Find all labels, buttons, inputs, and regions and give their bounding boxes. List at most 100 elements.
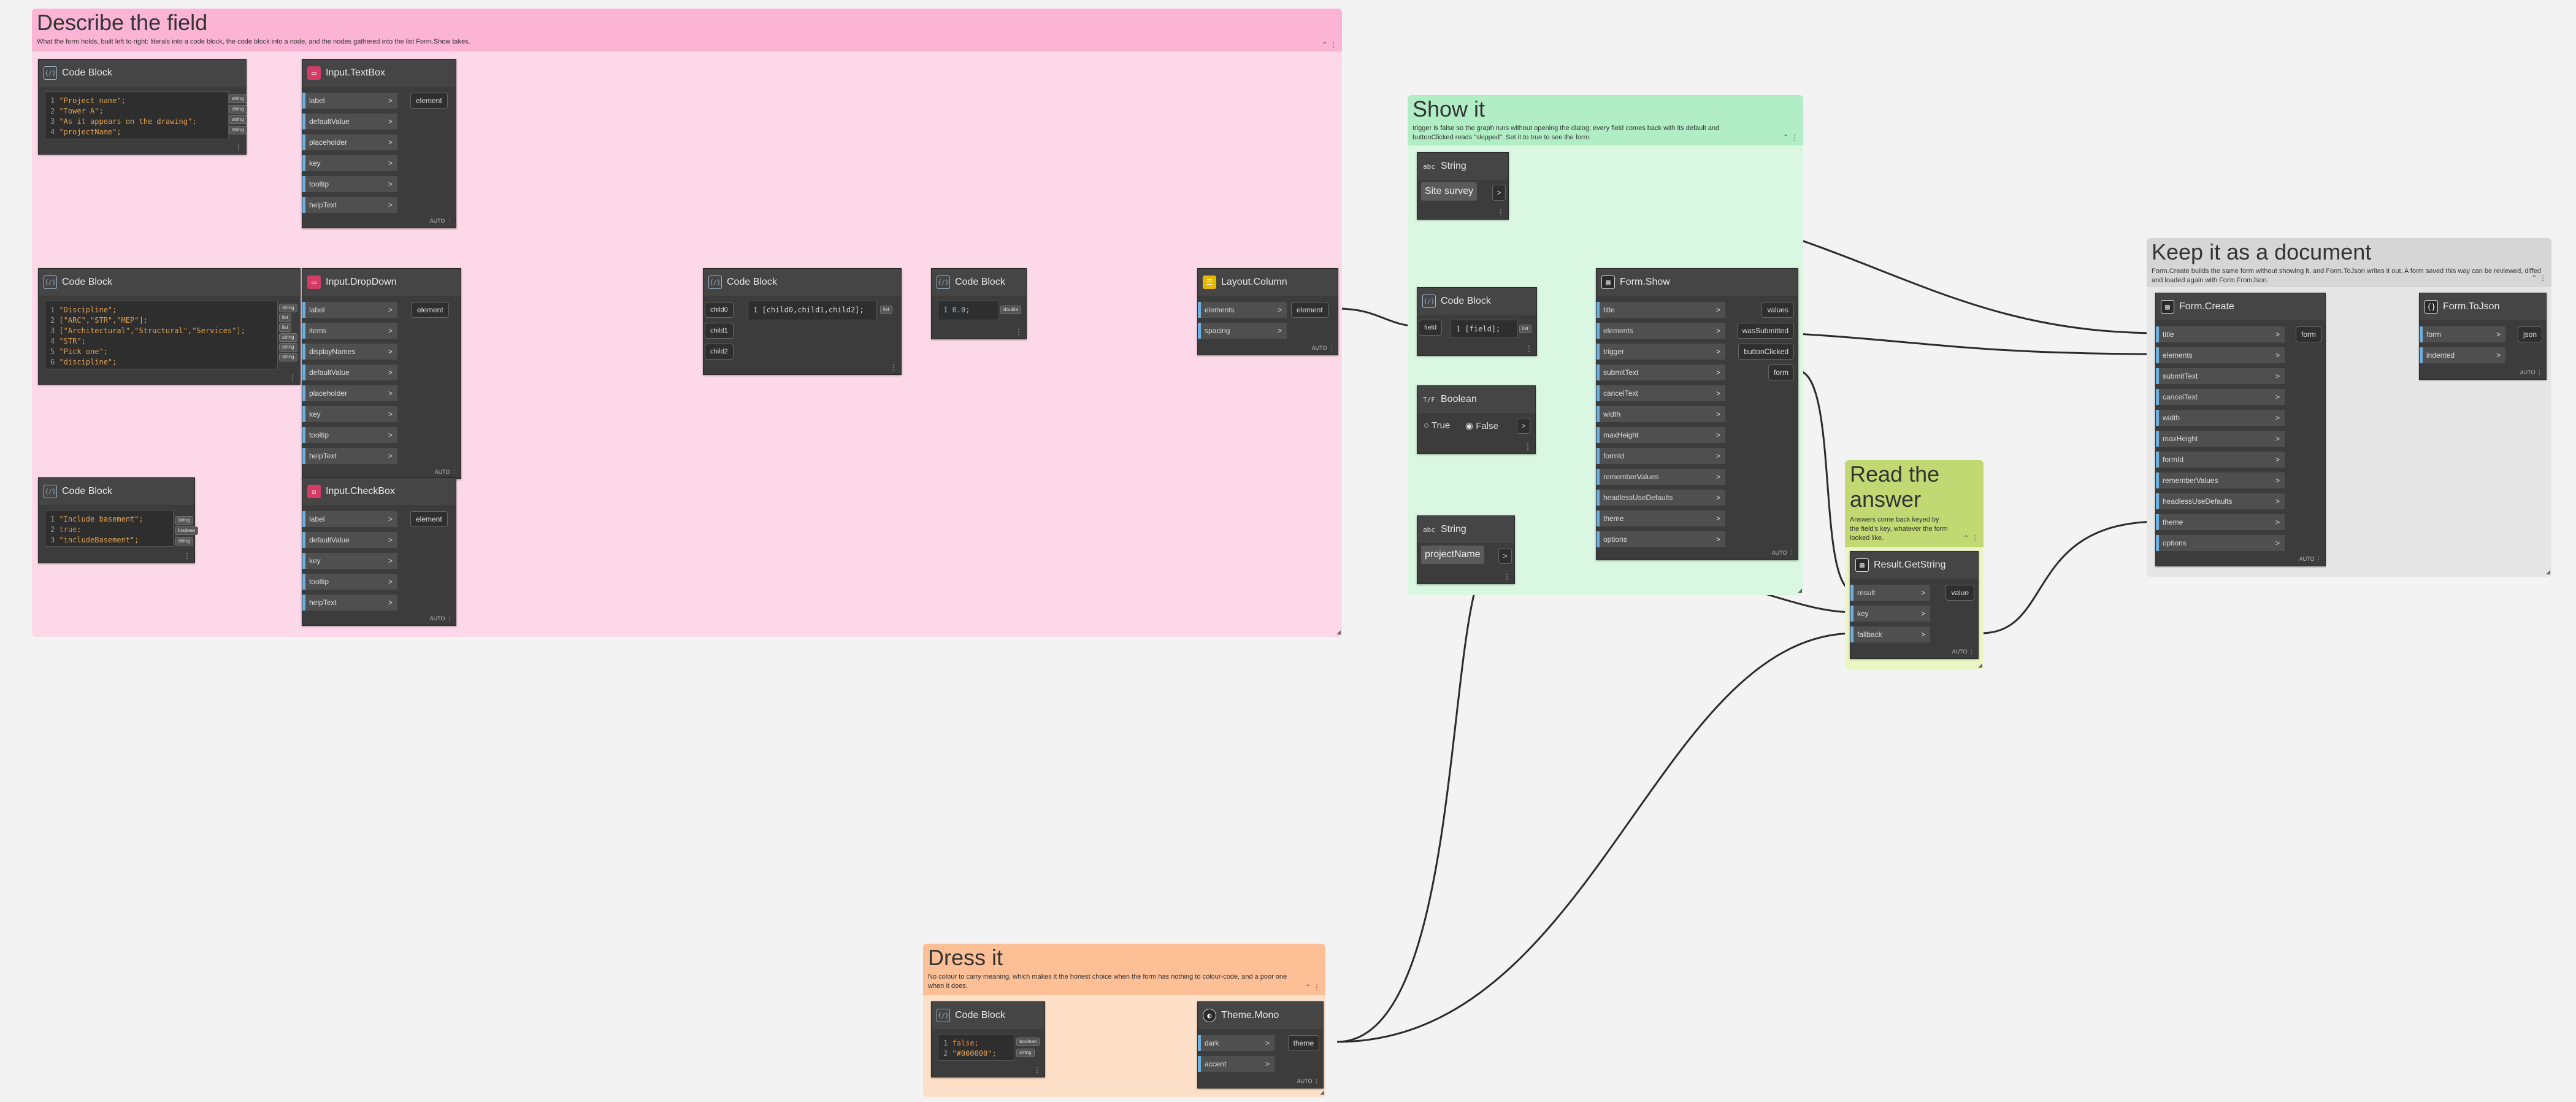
lacing-label[interactable]: AUTO ⋮	[429, 218, 452, 224]
input-port-formid[interactable]: formId>	[2156, 452, 2285, 468]
lacing-label[interactable]: AUTO ⋮	[1771, 550, 1794, 556]
output-chip[interactable]: string	[229, 115, 247, 124]
code-editor[interactable]: 1 "Include basement"; 2 true; 3 "include…	[45, 510, 174, 547]
string-node-projectname[interactable]: abc String projectName > ⋮	[1417, 515, 1515, 584]
input-port-submittext[interactable]: submitText>	[1597, 364, 1725, 380]
group-collapse-button[interactable]: ⌃ ⋮	[1963, 534, 1979, 542]
group-resize-handle[interactable]: ◢	[1798, 587, 1802, 593]
input-port-theme[interactable]: theme>	[2156, 514, 2285, 530]
code-block-node-spacing[interactable]: {/} Code Block 1 0.0; double ⋮	[931, 268, 1027, 339]
lacing-label[interactable]: AUTO ⋮	[2520, 369, 2542, 376]
input-port-defaultvalue[interactable]: defaultValue>	[302, 532, 397, 548]
string-node-site-survey[interactable]: abc String Site survey > ⋮	[1417, 152, 1509, 220]
input-port-trigger[interactable]: trigger>	[1597, 344, 1725, 360]
output-port[interactable]: >	[1498, 548, 1512, 564]
input-port-key[interactable]: key>	[302, 406, 397, 422]
group-header[interactable]	[1845, 460, 1984, 547]
group-header[interactable]	[2147, 238, 2551, 287]
lacing-label[interactable]: AUTO ⋮	[1311, 345, 1334, 351]
output-chip[interactable]: string	[279, 304, 297, 312]
output-port-theme[interactable]: theme	[1287, 1035, 1319, 1051]
output-port-element[interactable]: element	[410, 93, 448, 109]
node-header[interactable]: ▭ Input.TextBox	[302, 60, 456, 87]
output-chip[interactable]: list	[279, 323, 291, 332]
output-chip[interactable]: string	[229, 126, 247, 134]
code-editor[interactable]: 1 0.0;	[938, 301, 999, 320]
group-header[interactable]	[923, 944, 1325, 995]
code-block-node-theme-values[interactable]: {/} Code Block 1 false; 2 "#000000"; boo…	[931, 1001, 1045, 1077]
input-textbox-node[interactable]: ▭ Input.TextBox label> defaultValue> pla…	[302, 59, 456, 228]
code-editor[interactable]: 1 [child0,child1,child2];	[748, 301, 876, 320]
code-block-node-list[interactable]: {/} Code Block child0 child1 child2 1 [c…	[703, 268, 902, 375]
output-chip[interactable]: boolean	[1016, 1038, 1040, 1046]
group-header[interactable]	[32, 9, 1342, 52]
output-port-buttonclicked[interactable]: buttonClicked	[1738, 344, 1794, 360]
input-port-maxheight[interactable]: maxHeight>	[1597, 427, 1725, 443]
node-header[interactable]: ▭ Input.DropDown	[302, 269, 461, 296]
input-port-form[interactable]: form>	[2420, 326, 2505, 342]
code-editor[interactable]: 1 false; 2 "#000000";	[938, 1034, 1015, 1061]
input-port-child2[interactable]: child2	[705, 344, 734, 360]
input-port-canceltext[interactable]: cancelText>	[1597, 385, 1725, 401]
input-port-child0[interactable]: child0	[705, 302, 734, 318]
output-chip[interactable]: string	[279, 333, 297, 342]
output-chip[interactable]: list	[1519, 325, 1531, 333]
input-dropdown-node[interactable]: ▭ Input.DropDown label> items> displayNa…	[302, 268, 461, 479]
code-editor[interactable]: 1 "Project name"; 2 "Tower A"; 3 "As it …	[45, 91, 229, 139]
input-port-elements[interactable]: elements>	[1597, 323, 1725, 339]
input-port-result[interactable]: result>	[1850, 585, 1930, 601]
lacing-label[interactable]: AUTO ⋮	[1297, 1078, 1319, 1084]
input-port-remembervalues[interactable]: rememberValues>	[2156, 472, 2285, 488]
input-port-indented[interactable]: indented>	[2420, 347, 2505, 363]
node-header[interactable]: {/} Code Block	[39, 269, 300, 296]
boolean-radio-false[interactable]: ◉ False	[1465, 421, 1498, 431]
node-header[interactable]: {/} Code Block	[932, 1002, 1045, 1029]
input-port-spacing[interactable]: spacing>	[1198, 323, 1287, 339]
theme-mono-node[interactable]: ◐ Theme.Mono dark> accent> theme AUTO ⋮	[1197, 1001, 1324, 1089]
input-port-label[interactable]: label>	[302, 511, 397, 527]
input-port-defaultvalue[interactable]: defaultValue>	[302, 364, 397, 380]
result-getstring-node[interactable]: ▤ Result.GetString result> key> fallback…	[1850, 551, 1979, 659]
input-port-child1[interactable]: child1	[705, 323, 734, 339]
output-chip[interactable]: string	[1016, 1049, 1035, 1057]
input-port-helptext[interactable]: helpText>	[302, 448, 397, 464]
output-port-element[interactable]: element	[1291, 302, 1328, 318]
node-header[interactable]: {/} Code Block	[1417, 288, 1536, 315]
code-block-node-field-list[interactable]: {/} Code Block field 1 [field]; list ⋮	[1417, 287, 1537, 356]
output-port-element[interactable]: element	[412, 302, 449, 318]
input-port-headlessusedefaults[interactable]: headlessUseDefaults>	[2156, 493, 2285, 509]
node-header[interactable]: {} Form.ToJson	[2420, 293, 2546, 320]
output-chip[interactable]: string	[175, 516, 193, 525]
input-port-label[interactable]: label>	[302, 93, 397, 109]
input-checkbox-node[interactable]: ☑ Input.CheckBox label> defaultValue> ke…	[302, 477, 456, 626]
input-port-options[interactable]: options>	[1597, 531, 1725, 547]
output-port-value[interactable]: value	[1945, 585, 1974, 601]
node-menu-icon[interactable]: ⋮	[289, 373, 296, 382]
node-menu-icon[interactable]: ⋮	[1033, 1066, 1041, 1074]
input-port-fallback[interactable]: fallback>	[1850, 626, 1930, 642]
input-port-formid[interactable]: formId>	[1597, 448, 1725, 464]
form-show-node[interactable]: ▤ Form.Show title> elements> trigger> su…	[1596, 268, 1798, 560]
output-port[interactable]: >	[1517, 418, 1530, 434]
input-port-width[interactable]: width>	[2156, 410, 2285, 426]
input-port-field[interactable]: field	[1419, 320, 1443, 336]
form-tojson-node[interactable]: {} Form.ToJson form> indented> json AUTO…	[2419, 293, 2547, 380]
code-block-node-checkbox-literals[interactable]: {/} Code Block 1 "Include basement"; 2 t…	[38, 477, 199, 563]
group-collapse-button[interactable]: ⌃ ⋮	[1782, 133, 1798, 142]
output-port-form[interactable]: form	[1768, 364, 1794, 380]
code-block-node-dropdown-literals[interactable]: {/} Code Block 1 "Discipline"; 2 ["ARC",…	[38, 268, 301, 385]
input-port-key[interactable]: key>	[1850, 606, 1930, 622]
code-editor[interactable]: 1 "Discipline"; 2 ["ARC","STR","MEP"]; 3…	[45, 301, 278, 369]
node-header[interactable]: {/} Code Block	[39, 60, 246, 87]
output-port-json[interactable]: json	[2517, 326, 2542, 342]
output-port[interactable]: >	[1492, 185, 1506, 201]
output-chip[interactable]: string	[175, 537, 193, 545]
code-editor[interactable]: 1 [field];	[1451, 320, 1518, 338]
input-port-title[interactable]: title>	[1597, 302, 1725, 318]
input-port-options[interactable]: options>	[2156, 535, 2285, 551]
lacing-label[interactable]: AUTO ⋮	[429, 615, 452, 622]
input-port-title[interactable]: title>	[2156, 326, 2285, 342]
layout-column-node[interactable]: ☰ Layout.Column elements> spacing> eleme…	[1197, 268, 1338, 355]
string-value-input[interactable]: projectName	[1421, 545, 1484, 564]
output-chip[interactable]: string	[229, 105, 247, 114]
